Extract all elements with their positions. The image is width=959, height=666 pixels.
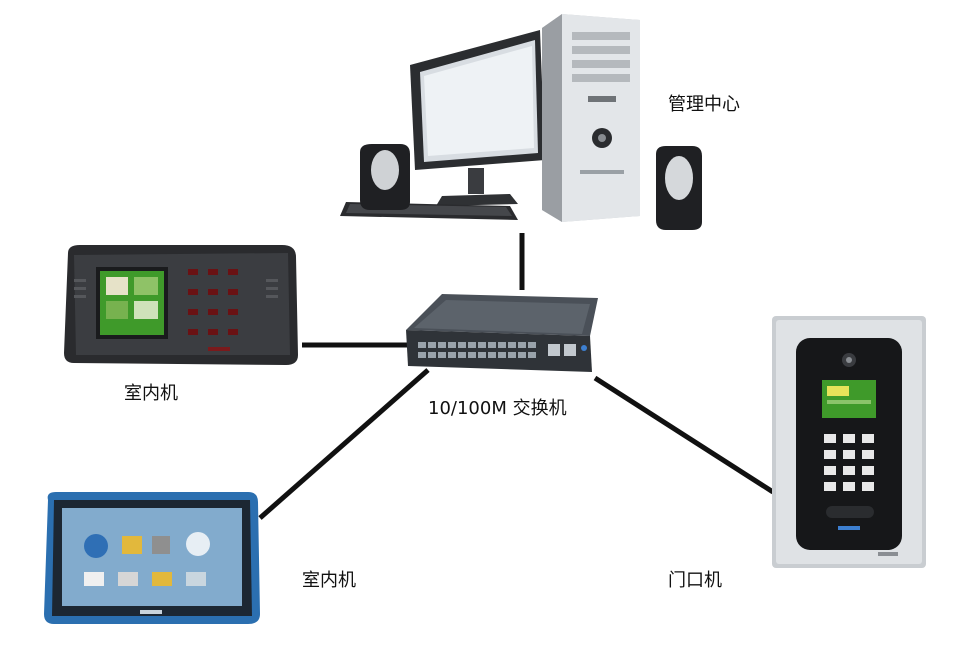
link-switch-door xyxy=(593,375,775,495)
link-switch-indoor-2 xyxy=(258,368,430,520)
label-indoor-1: 室内机 xyxy=(124,383,178,404)
label-center: 管理中心 xyxy=(668,94,740,115)
label-switch: 10/100M 交换机 xyxy=(428,398,567,419)
door-station-icon xyxy=(772,316,926,568)
label-door: 门口机 xyxy=(668,570,722,591)
label-indoor-2: 室内机 xyxy=(302,570,356,591)
desktop-computer-icon xyxy=(340,10,710,232)
touchscreen-tablet-icon xyxy=(40,490,262,626)
network-switch-icon xyxy=(404,290,600,378)
indoor-monitor-icon xyxy=(60,243,302,368)
